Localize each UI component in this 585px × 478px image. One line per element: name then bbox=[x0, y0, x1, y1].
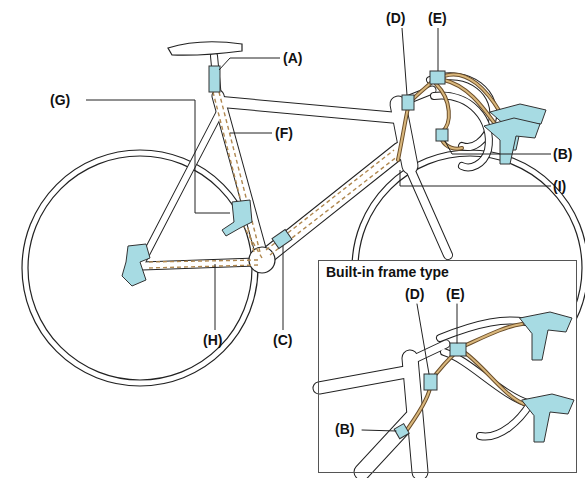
leader-line bbox=[215, 264, 216, 330]
inset-wire bbox=[404, 388, 430, 434]
callout-letter: (B) bbox=[553, 146, 572, 162]
leader-line bbox=[283, 246, 284, 330]
inset-bar-fill bbox=[444, 352, 530, 437]
inset-wire bbox=[436, 354, 454, 374]
inset-wire bbox=[436, 354, 454, 374]
external-wires bbox=[398, 74, 500, 160]
fork bbox=[406, 160, 448, 255]
internal-wire bbox=[148, 260, 258, 262]
front-derailleur bbox=[222, 200, 252, 236]
callout-letter: (H) bbox=[203, 332, 222, 348]
inset-wire-outline bbox=[404, 324, 524, 434]
top-tube-fill bbox=[222, 102, 398, 118]
wire-fill bbox=[398, 74, 500, 160]
callout-letter: (F) bbox=[275, 125, 293, 141]
inset-frame-fill bbox=[319, 321, 530, 472]
wire bbox=[444, 74, 500, 112]
internal-wires bbox=[148, 92, 398, 268]
internal-wire bbox=[213, 92, 254, 252]
inset-top-tube-fill bbox=[319, 372, 406, 388]
inset-wire bbox=[464, 324, 522, 346]
shift-lever bbox=[484, 118, 540, 164]
leader-line bbox=[402, 28, 407, 95]
leader-line bbox=[362, 430, 396, 431]
internal-wire bbox=[270, 156, 398, 255]
rear-rim-inner bbox=[28, 156, 252, 380]
bottom-bracket bbox=[249, 247, 275, 273]
frame-outline bbox=[142, 56, 448, 266]
rear-derailleur bbox=[122, 244, 150, 286]
inset-down-tube bbox=[362, 418, 412, 472]
down-tube bbox=[268, 150, 400, 255]
callout-letter: (G) bbox=[50, 92, 70, 108]
top-tube bbox=[222, 102, 398, 118]
junction-a bbox=[430, 71, 445, 84]
inset-leader-lines bbox=[362, 304, 457, 431]
internal-wire bbox=[148, 265, 258, 268]
wire bbox=[398, 108, 408, 160]
callout-letter: (B) bbox=[335, 421, 354, 437]
callout-letter: (D) bbox=[386, 10, 405, 26]
wire bbox=[444, 80, 498, 128]
wire bbox=[436, 84, 449, 132]
callout-letter: (E) bbox=[428, 10, 447, 26]
callout-letter: (C) bbox=[273, 332, 292, 348]
components bbox=[122, 66, 546, 286]
saddle bbox=[168, 42, 242, 55]
inset-frame-outline bbox=[319, 321, 530, 472]
leader-line bbox=[457, 304, 458, 343]
inset-wire-fill bbox=[404, 324, 524, 434]
leader-line bbox=[438, 28, 439, 71]
seatpost-battery bbox=[209, 66, 220, 92]
leader-line bbox=[86, 100, 230, 213]
head-tube bbox=[398, 104, 410, 166]
shift-lever bbox=[522, 394, 574, 442]
inset-bar bbox=[444, 352, 530, 437]
fork-fill bbox=[406, 160, 448, 255]
inset-stem-fill bbox=[412, 344, 446, 360]
bb-junction bbox=[272, 229, 292, 248]
seat-stay-fill bbox=[142, 108, 222, 262]
internal-wire bbox=[266, 150, 394, 250]
shift-lever bbox=[520, 312, 572, 360]
frame bbox=[142, 42, 448, 273]
inset-heading: Built-in frame type bbox=[326, 264, 449, 280]
wire-grommet bbox=[436, 129, 448, 141]
down-tube-fill bbox=[268, 150, 400, 255]
inset-illustration bbox=[319, 304, 574, 472]
inset-wire bbox=[464, 352, 524, 404]
junction-b bbox=[424, 374, 437, 390]
internal-wire bbox=[219, 92, 260, 252]
frame-fill bbox=[142, 56, 448, 266]
rear-rim bbox=[22, 150, 258, 386]
callout-letter: (A) bbox=[283, 50, 302, 66]
leader-line bbox=[219, 58, 280, 70]
seat-stay bbox=[142, 108, 222, 262]
wire bbox=[444, 80, 498, 128]
wire bbox=[436, 84, 449, 132]
junction-b bbox=[402, 95, 414, 110]
inset-components bbox=[394, 312, 574, 442]
callout-letter: (I) bbox=[553, 178, 566, 194]
wire bbox=[444, 74, 500, 112]
inset-down-tube-fill bbox=[362, 418, 412, 472]
inset-wire bbox=[404, 388, 430, 434]
wire bbox=[398, 108, 408, 160]
inset-wire bbox=[464, 352, 524, 404]
inset-background bbox=[318, 260, 577, 473]
leader-line bbox=[230, 133, 272, 134]
leader-line bbox=[400, 170, 551, 186]
junction-a bbox=[450, 343, 466, 356]
callout-letter: (E) bbox=[446, 286, 465, 302]
wire-outline bbox=[398, 74, 500, 160]
callout-letter: (D) bbox=[405, 286, 424, 302]
leader-line bbox=[417, 304, 429, 374]
leader-line bbox=[445, 141, 551, 154]
head-tube-fill bbox=[398, 104, 410, 166]
inset-top-tube bbox=[319, 372, 406, 388]
inset-wire bbox=[464, 324, 522, 346]
